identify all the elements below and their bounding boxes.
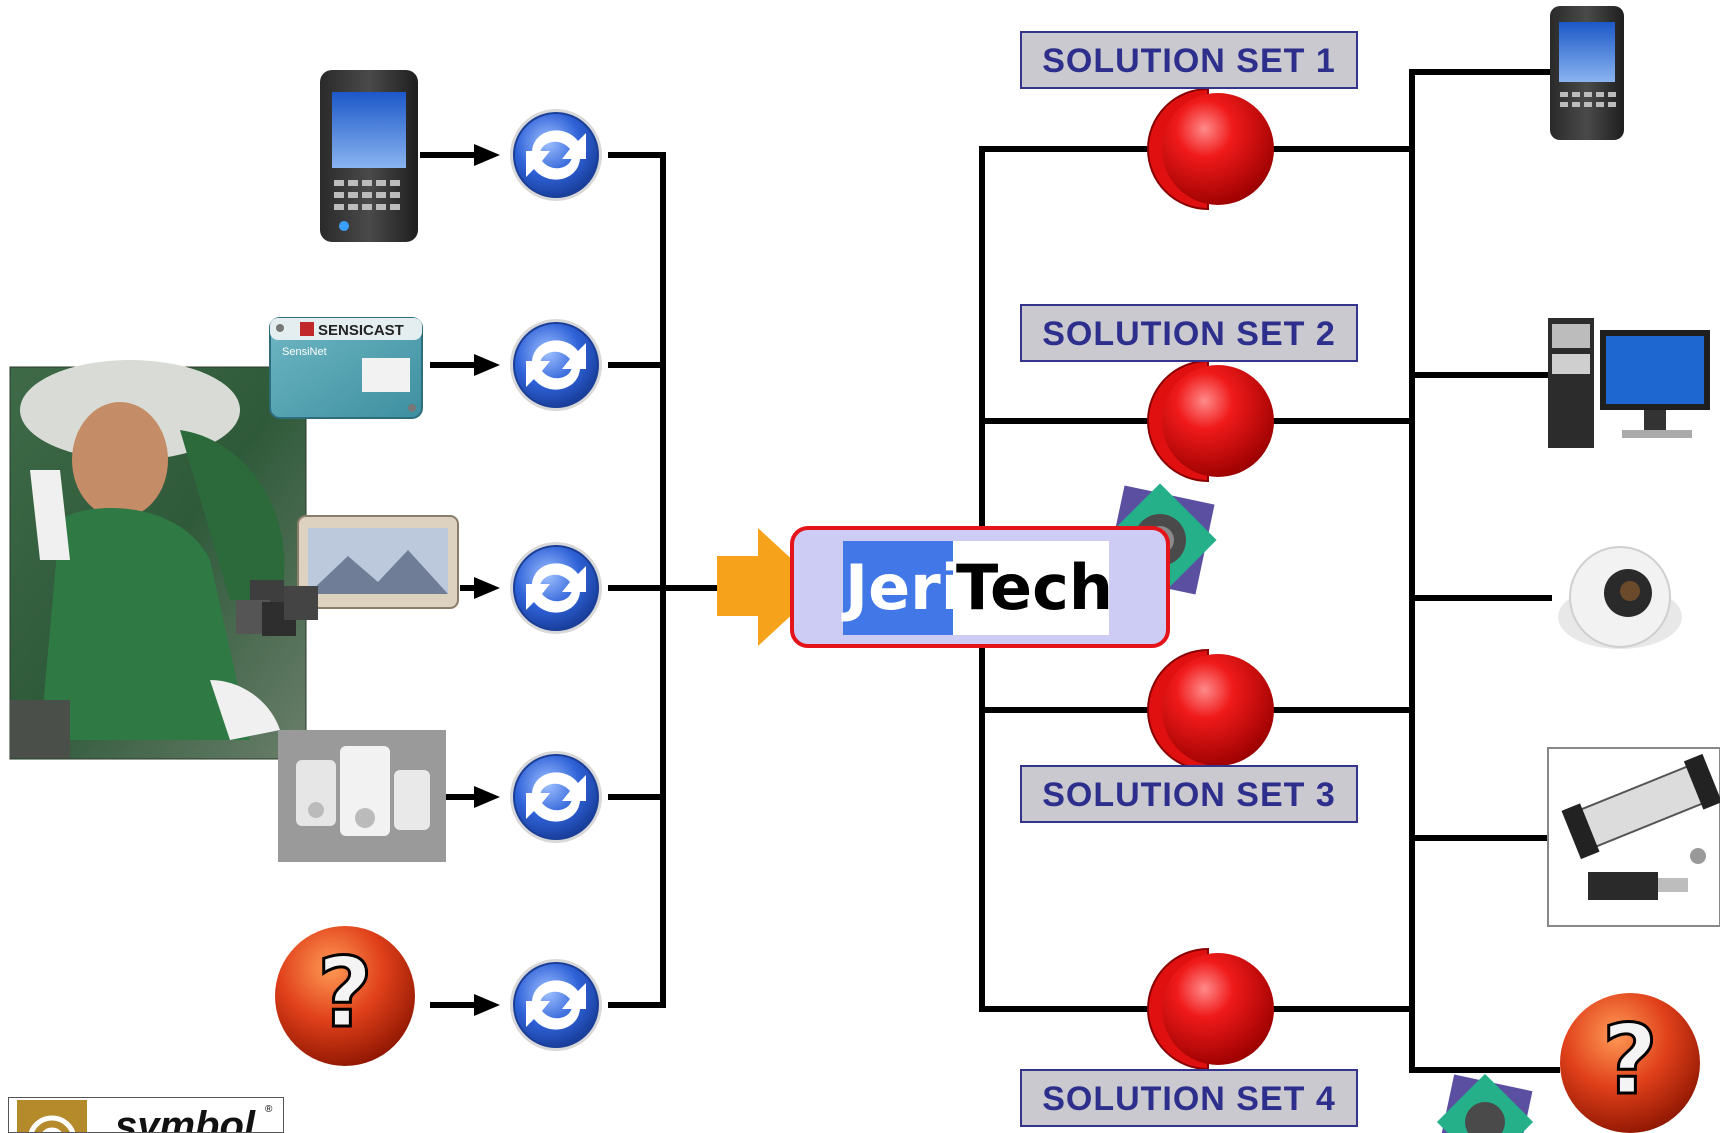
rfid-tags-icon <box>236 580 318 636</box>
question-icon: ? <box>275 926 415 1066</box>
svg-text:?: ? <box>317 937 373 1049</box>
solution-node-icon <box>1147 648 1274 772</box>
symbol-logo: symbol ® <box>8 1097 284 1133</box>
dome-camera-icon <box>1558 546 1682 649</box>
svg-text:?: ? <box>1602 1004 1658 1116</box>
solution-set-2-label: SOLUTION SET 2 <box>1020 304 1358 362</box>
sensor-model-label: SensiNet <box>282 346 327 358</box>
left-connector-lines <box>608 152 718 1008</box>
solution-set-4-label: SOLUTION SET 4 <box>1020 1069 1358 1127</box>
sensor-brand-label: SENSICAST <box>318 322 404 339</box>
solution-node-icon <box>1147 87 1274 211</box>
registered-mark: ® <box>265 1104 273 1115</box>
rfid-reader-icon <box>297 515 459 609</box>
motion-detector-icon <box>278 730 446 862</box>
desktop-pc-icon <box>1548 318 1710 448</box>
solution-node-icon <box>1147 947 1274 1071</box>
sync-icon <box>510 319 602 411</box>
symbol-logo-text: symbol <box>115 1104 256 1133</box>
sync-icon <box>510 542 602 634</box>
sensor-icon <box>269 317 423 419</box>
solution-set-3-label: SOLUTION SET 3 <box>1020 765 1358 823</box>
sync-icon <box>510 109 602 201</box>
solution-node-icon <box>1147 359 1274 483</box>
jeritech-logo-part2: Tech <box>956 551 1113 624</box>
mobile-computer-icon <box>1550 6 1624 140</box>
device-arrows <box>420 144 500 1016</box>
actuator-icon <box>1547 747 1720 927</box>
sync-icon <box>510 959 602 1051</box>
solution-set-1-label: SOLUTION SET 1 <box>1020 31 1358 89</box>
jeritech-logo-part1: Jeri <box>845 551 962 624</box>
symbol-logo-icon <box>17 1100 87 1132</box>
jeritech-logo-accent <box>843 541 953 635</box>
sync-icon <box>510 751 602 843</box>
orange-input-arrow <box>717 528 822 646</box>
mobile-computer-icon <box>320 70 418 242</box>
painting-image <box>9 360 307 760</box>
right-connector-lines <box>979 69 1560 1073</box>
question-icon: ? <box>1560 993 1700 1133</box>
gear-icon <box>1436 1073 1534 1133</box>
